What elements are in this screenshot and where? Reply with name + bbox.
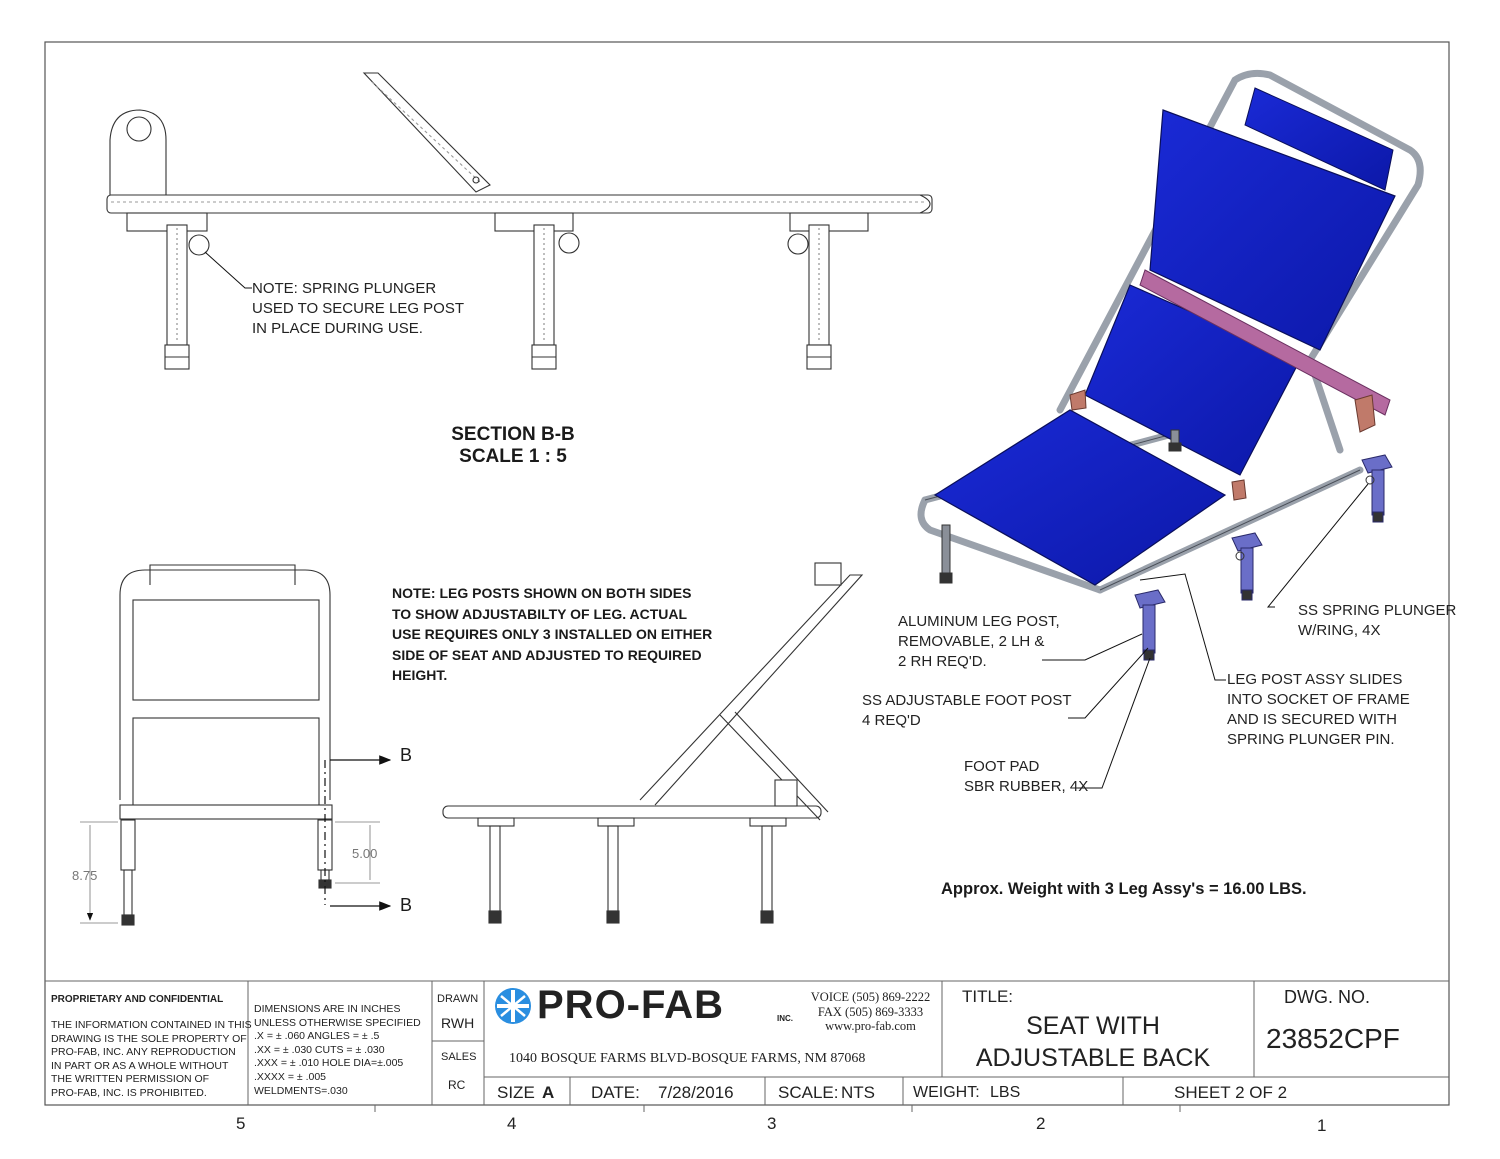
weight-label: WEIGHT: (913, 1084, 980, 1101)
sales-label: SALES (441, 1051, 477, 1063)
company-name: PRO-FAB (537, 983, 724, 1027)
company-contact: VOICE (505) 869-2222 FAX (505) 869-3333 … (810, 990, 931, 1033)
callout-leg-post-assy: LEG POST ASSY SLIDES INTO SOCKET OF FRAM… (1227, 671, 1410, 748)
dwg-no: 23852CPF (1266, 1023, 1400, 1054)
section-marker-top: B (400, 745, 413, 765)
isometric-view (917, 69, 1424, 661)
tolerance-block: DIMENSIONS ARE IN INCHES UNLESS OTHERWIS… (254, 1003, 421, 1097)
head-cushion (1244, 87, 1394, 191)
upper-back-cushion (1149, 109, 1396, 351)
drawing-title: SEAT WITH ADJUSTABLE BACK (975, 1012, 1211, 1072)
dimension-height-a: 8.75 (72, 868, 98, 883)
weight-units: LBS (990, 1084, 1021, 1101)
drawn-by: RWH (441, 1015, 475, 1031)
front-view-dimensions (80, 821, 380, 924)
callout-leaders (1042, 483, 1369, 789)
dimension-height-b: 5.00 (352, 846, 378, 861)
sales-by: RC (448, 1078, 466, 1092)
spring-plunger-note: NOTE: SPRING PLUNGER USED TO SECURE LEG … (252, 280, 464, 337)
zone-1: 1 (1317, 1116, 1327, 1135)
date-label: DATE: (591, 1083, 640, 1102)
dwg-no-label: DWG. NO. (1284, 987, 1370, 1007)
date-value: 7/28/2016 (658, 1083, 734, 1102)
callout-ss-foot-post: SS ADJUSTABLE FOOT POST 4 REQ'D (862, 692, 1072, 729)
section-label: SECTION B-B SCALE 1 : 5 (451, 424, 575, 467)
section-cut-arrows (324, 755, 392, 911)
size-value: A (542, 1083, 555, 1102)
callout-aluminum-leg-post: ALUMINUM LEG POST, REMOVABLE, 2 LH & 2 R… (898, 613, 1060, 670)
section-marker-bottom: B (400, 895, 413, 915)
company-suffix: INC. (777, 1014, 793, 1023)
scale-label: SCALE: (778, 1083, 839, 1102)
drawn-label: DRAWN (437, 993, 479, 1005)
zone-5: 5 (236, 1114, 246, 1133)
sheet-number: SHEET 2 OF 2 (1174, 1083, 1288, 1102)
pro-fab-logo-icon (495, 988, 531, 1024)
callout-foot-pad: FOOT PAD SBR RUBBER, 4X (964, 758, 1089, 795)
zone-2: 2 (1036, 1114, 1046, 1133)
proprietary-title: PROPRIETARY AND CONFIDENTIAL (51, 994, 224, 1005)
scale-value: NTS (841, 1083, 875, 1102)
section-bb-view (106, 72, 933, 370)
title-label: TITLE: (962, 987, 1014, 1006)
seat-cushion (933, 409, 1227, 586)
front-view (119, 564, 333, 926)
proprietary-text: THE INFORMATION CONTAINED IN THIS DRAWIN… (51, 1019, 252, 1099)
callout-ss-spring-plunger: SS SPRING PLUNGER W/RING, 4X (1298, 602, 1457, 639)
company-address: 1040 BOSQUE FARMS BLVD-BOSQUE FARMS, NM … (509, 1051, 866, 1066)
title-block-grid (45, 980, 1449, 1112)
adjust-bracket (1139, 269, 1391, 416)
sheet-border (44, 41, 1450, 1106)
weight-note: Approx. Weight with 3 Leg Assy's = 16.00… (941, 880, 1307, 898)
size-label: SIZE (497, 1083, 535, 1102)
side-view (442, 562, 864, 924)
zone-3: 3 (767, 1114, 777, 1133)
spring-plunger-leader (204, 251, 252, 289)
zone-4: 4 (507, 1114, 517, 1133)
leg-posts-note: NOTE: LEG POSTS SHOWN ON BOTH SIDES TO S… (392, 585, 713, 683)
